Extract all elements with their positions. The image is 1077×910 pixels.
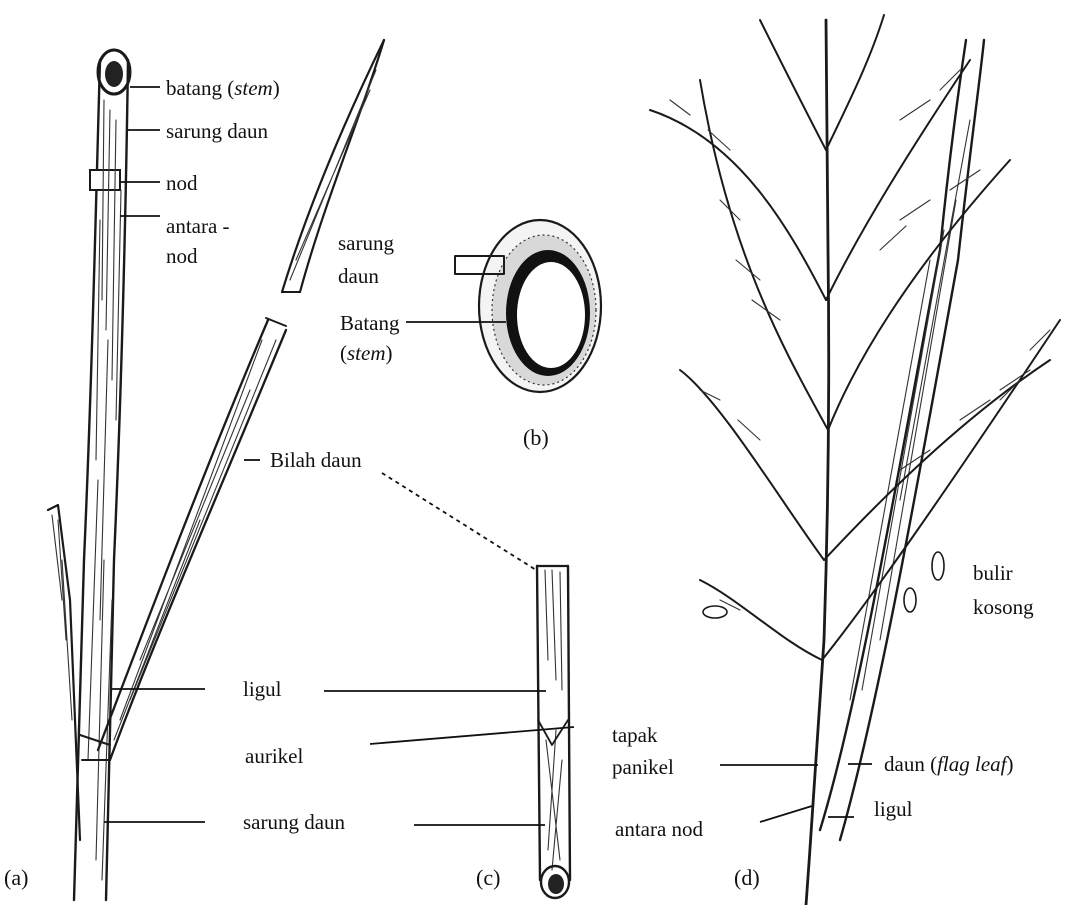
panel-b-cross-section <box>455 220 601 392</box>
label-daun-flag-leaf: daun (flag leaf) <box>884 752 1014 776</box>
label-batang-stem: batang (stem) <box>166 76 280 100</box>
label-tapak-panikel-line1: tapak <box>612 723 658 747</box>
label-batang-b-line2: (stem) <box>340 341 393 365</box>
label-nod: nod <box>166 171 198 195</box>
label-tapak-panikel-line2: panikel <box>612 755 674 779</box>
label-sarung-b-line2: daun <box>338 264 379 288</box>
panel-c-ligule-drawing <box>537 566 570 898</box>
panel-label-a: (a) <box>4 865 28 890</box>
panel-d-labels: bulir kosong tapak panikel daun (flag le… <box>612 561 1034 890</box>
label-antara-nod-line2: nod <box>166 244 198 268</box>
label-sarung-daun-top: sarung daun <box>166 119 269 143</box>
label-bulir-kosong-line2: kosong <box>973 595 1034 619</box>
label-ligul-a: ligul <box>243 677 282 701</box>
label-batang-b-line1: Batang <box>340 311 400 335</box>
panel-label-c: (c) <box>476 865 500 890</box>
label-sarung-daun-bottom: sarung daun <box>243 810 346 834</box>
label-bilah-daun: Bilah daun <box>270 448 362 472</box>
label-bulir-kosong-line1: bulir <box>973 561 1013 585</box>
panel-c-labels: (c) <box>476 865 500 890</box>
label-antara-nod-d: antara nod <box>615 817 704 841</box>
panel-d-leader-lines <box>720 764 872 822</box>
panel-a-labels: batang (stem) sarung daun nod antara - n… <box>4 76 362 890</box>
label-ligul-d: ligul <box>874 797 913 821</box>
panel-label-b: (b) <box>523 425 549 450</box>
panel-label-d: (d) <box>734 865 760 890</box>
label-aurikel: aurikel <box>245 744 303 768</box>
label-sarung-b-line1: sarung <box>338 231 394 255</box>
panel-c-leader-lines <box>324 473 574 825</box>
label-antara-nod-line1: antara - <box>166 214 230 238</box>
